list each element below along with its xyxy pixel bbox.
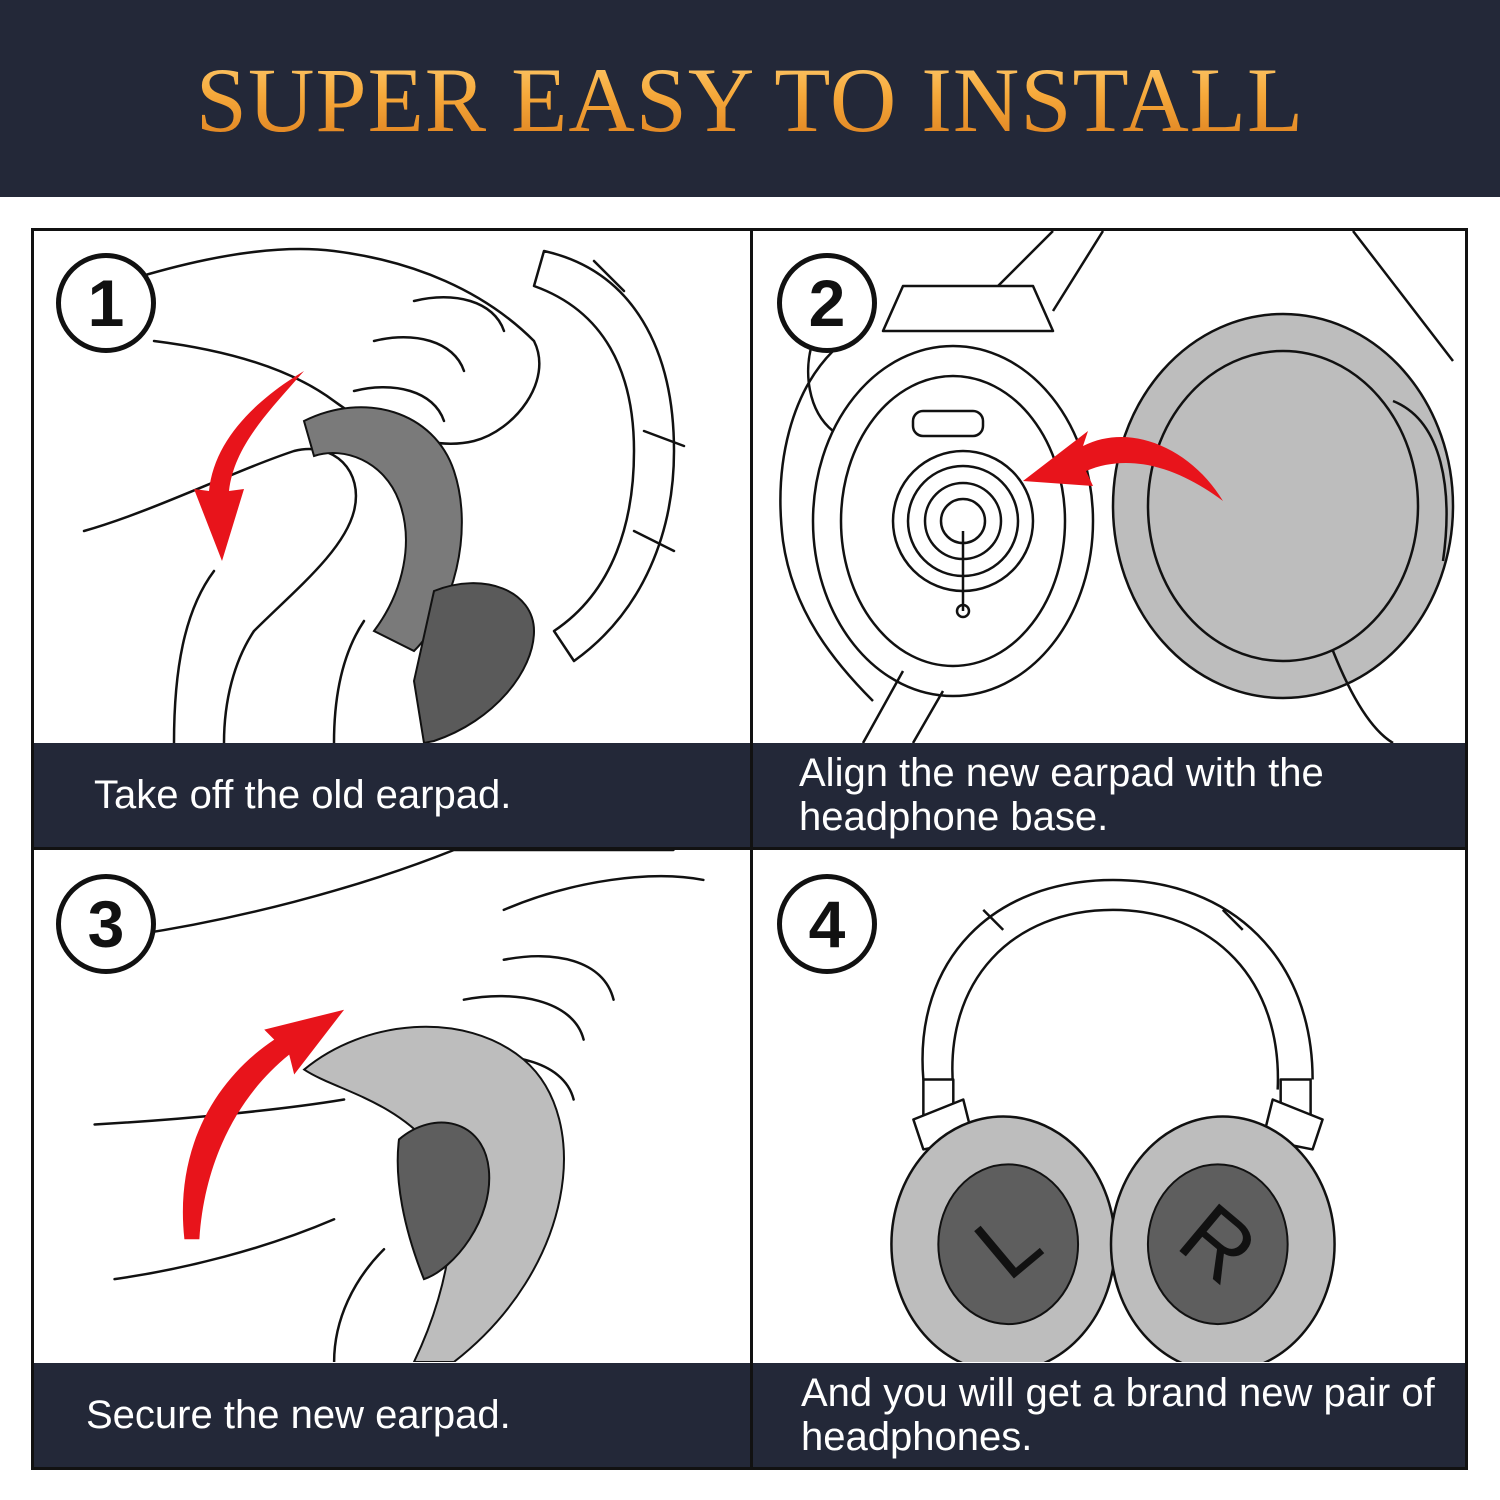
arrow-icon xyxy=(194,371,304,561)
step-4-caption: And you will get a brand new pair of hea… xyxy=(801,1371,1435,1459)
step-2-caption: Align the new earpad with the headphone … xyxy=(799,751,1324,839)
remove-earpad-illustration xyxy=(82,247,686,743)
hand-icon xyxy=(92,247,541,445)
arrow-icon xyxy=(182,1009,345,1240)
step-3-number: 3 xyxy=(56,874,156,974)
hand-icon xyxy=(133,850,675,937)
step-2-number: 2 xyxy=(777,253,877,353)
step-1-number: 1 xyxy=(56,253,156,353)
arrow-icon xyxy=(1023,431,1223,501)
step-1-caption-bar: Take off the old earpad. xyxy=(34,743,750,847)
headband-icon xyxy=(921,878,1314,1080)
headband-icon xyxy=(532,249,676,663)
step-3-panel: 3 Secure the new earpad. xyxy=(34,850,750,1467)
step-1-caption: Take off the old earpad. xyxy=(94,773,512,817)
headband-icon xyxy=(502,874,705,912)
step-2-panel: 2 Align the new earpad with the headphon… xyxy=(753,231,1465,847)
step-4-number: 4 xyxy=(777,874,877,974)
horizontal-divider xyxy=(34,847,1465,850)
step-1-panel: 1 Take off the old earpad. xyxy=(34,231,750,847)
step-4-panel: L R 4 And you will get a brand new pair … xyxy=(753,850,1465,1467)
hand-icon xyxy=(779,350,874,702)
header-banner: SUPER EASY TO INSTALL xyxy=(0,0,1500,197)
steps-grid: 1 Take off the old earpad. xyxy=(31,228,1468,1470)
align-earpad-illustration xyxy=(779,231,1455,743)
page-title: SUPER EASY TO INSTALL xyxy=(195,48,1305,151)
step-3-caption: Secure the new earpad. xyxy=(86,1393,511,1437)
secure-earpad-illustration xyxy=(93,850,705,1362)
finished-headphones-illustration: L R xyxy=(890,878,1336,1362)
step-4-caption-bar: And you will get a brand new pair of hea… xyxy=(753,1363,1465,1467)
step-3-caption-bar: Secure the new earpad. xyxy=(34,1363,750,1467)
step-2-caption-bar: Align the new earpad with the headphone … xyxy=(753,743,1465,847)
